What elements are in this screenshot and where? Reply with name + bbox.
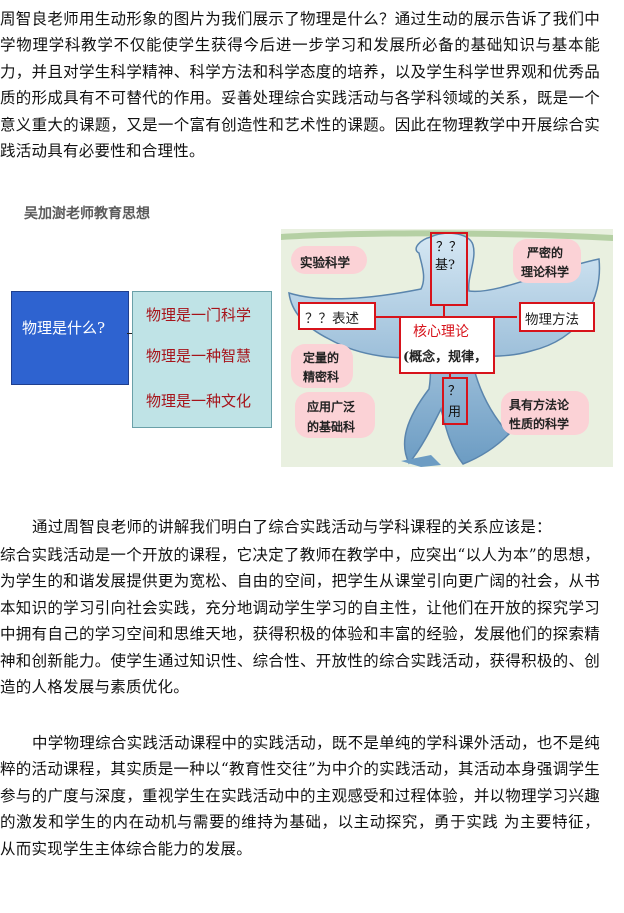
quantitative-line1: 定量的 — [303, 351, 340, 365]
body-paragraph-2: 中学物理综合实践活动课程中的实践活动，既不是单纯的学科课外活动，也不是纯粹的活动… — [0, 734, 600, 858]
methodology-bubble: 具有方法论 性质的科学 — [501, 391, 589, 435]
lead-paragraph: 通过周智良老师的讲解我们明白了综合实践活动与学科课程的关系应该是： — [32, 518, 552, 536]
connector-head-core — [443, 304, 445, 318]
methodology-line2: 性质的科学 — [509, 417, 570, 431]
body-paragraph-1: 综合实践活动是一个开放的课程，它决定了教师在教学中，应突出“以人为本”的思想，为… — [0, 546, 600, 697]
rigorous-theory-bubble: 严密的 理论科学 — [513, 239, 581, 283]
answers-box: 物理是一门科学 物理是一种智慧 物理是一种文化 — [132, 291, 272, 428]
connector-right-core — [489, 316, 517, 318]
quantitative-bubble: 定量的 精密科 — [291, 344, 353, 388]
answer-wisdom: 物理是一种智慧 — [146, 347, 252, 365]
core-theory-box: 核心理论 (概念，规律， — [399, 316, 495, 374]
question-box: 物理是什么? — [11, 291, 129, 385]
head-box: ？？ 基? — [430, 232, 468, 306]
rigorous-theory-line2: 理论科学 — [521, 265, 570, 279]
figure-caption: 吴加澍老师教育思想 — [24, 206, 150, 222]
expression-box: ？？表述 — [298, 302, 376, 330]
answer-culture: 物理是一种文化 — [146, 392, 252, 410]
use-bottom-label: 用 — [448, 405, 462, 420]
head-bottom-label: 基? — [435, 258, 455, 273]
experiment-science-bubble: 实验科学 — [291, 246, 367, 274]
use-top-label: ？ — [448, 384, 462, 399]
dove-diagram: ？？ 基? 实验科学 严密的 理论科学 ？？表述 核心理论 (概念，规律， 物理… — [281, 229, 613, 467]
head-top-label: ？？ — [436, 240, 463, 255]
connector-line — [127, 333, 132, 334]
experiment-science-label: 实验科学 — [300, 255, 351, 270]
connector-core-use — [449, 371, 451, 377]
applied-line2: 的基础科 — [307, 420, 356, 434]
core-theory-title: 核心理论 — [413, 324, 469, 340]
question-box-label: 物理是什么? — [22, 319, 106, 337]
methodology-line1: 具有方法论 — [509, 398, 570, 412]
physics-method-label: 物理方法 — [525, 312, 579, 328]
physics-method-box: 物理方法 — [519, 302, 595, 332]
intro-paragraph: 周智良老师用生动形象的图片为我们展示了物理是什么？通过生动的展示告诉了我们中学物… — [0, 10, 600, 161]
connector-left-core — [375, 316, 401, 318]
applied-bubble: 应用广泛 的基础科 — [295, 392, 375, 438]
answer-science: 物理是一门科学 — [146, 306, 252, 324]
rigorous-theory-line1: 严密的 — [527, 246, 564, 260]
expression-label: ？？表述 — [305, 311, 359, 327]
applied-line1: 应用广泛 — [307, 400, 356, 414]
core-theory-sub: (概念，规律， — [403, 350, 488, 365]
use-box: ？ 用 — [442, 377, 468, 425]
quantitative-line2: 精密科 — [303, 370, 340, 384]
